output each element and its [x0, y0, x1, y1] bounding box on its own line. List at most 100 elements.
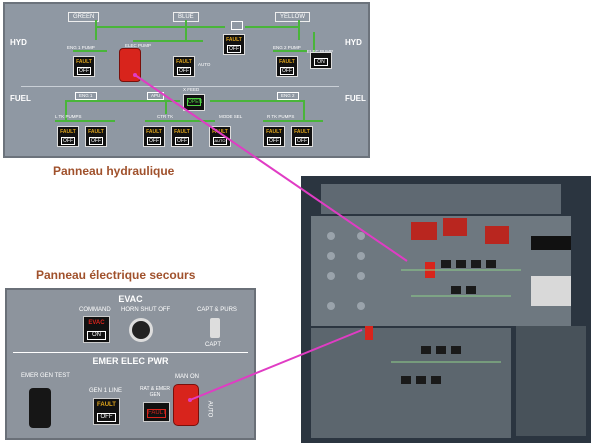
blue-elec-pump-label: ELEC PUMP	[125, 43, 152, 48]
auto-label: AUTO	[198, 62, 211, 67]
emergency-electrical-panel: EVAC COMMAND HORN SHUT OFF CAPT & PURS E…	[5, 288, 256, 440]
x-feed-label: X FEED	[183, 87, 200, 92]
yellow-line	[245, 26, 299, 28]
r-tk-pumps-label: R TK PUMPS	[267, 114, 295, 119]
eng2-pump-button[interactable]: FAULT OFF	[276, 56, 298, 77]
cockpit-photo-illustration	[301, 176, 591, 443]
apu-label: APU	[147, 92, 165, 100]
yellow-elec-pump-button[interactable]: ON	[310, 52, 332, 69]
hydraulic-panel-caption: Panneau hydraulique	[53, 164, 175, 178]
fault-light: FAULT	[147, 409, 167, 418]
yellow-line	[298, 20, 300, 40]
off-light: OFF	[177, 67, 191, 75]
fuel-line	[263, 120, 323, 122]
yellow-line	[313, 32, 315, 52]
fault-light: FAULT	[279, 59, 295, 65]
man-light: AUTO	[213, 137, 227, 145]
on-light: ON	[87, 331, 106, 340]
open-light: OPEN	[187, 98, 203, 106]
capt-label: CAPT	[205, 342, 222, 348]
hydraulic-connector-start	[133, 73, 137, 77]
man-on-guarded-button[interactable]	[173, 384, 199, 426]
rat-emer-gen-label: RAT & EMER GEN	[139, 386, 171, 398]
blue-line	[133, 40, 203, 42]
evac-command-button[interactable]: EVAC ON	[83, 316, 110, 343]
emer-elec-pwr-title: EMER ELEC PWR	[92, 356, 169, 366]
hyd-label-left: HYD	[10, 38, 27, 47]
yellow-line	[273, 50, 307, 52]
ptu-button[interactable]: FAULT OFF	[223, 34, 245, 55]
hyd-label-right: HYD	[345, 38, 362, 47]
blue-line	[185, 20, 187, 42]
eng2-pump-label: ENG 2 PUMP	[273, 45, 301, 50]
r-tk-pump2-button[interactable]: FAULT OFF	[291, 126, 313, 147]
off-light: OFF	[97, 413, 116, 422]
capt-purs-label: CAPT & PURS	[197, 307, 237, 313]
hydraulic-connector-line	[134, 74, 408, 262]
eng1-pump-button[interactable]: FAULT OFF	[73, 56, 95, 77]
off-light: OFF	[227, 45, 241, 53]
ctr-tk-label: CTR TK	[157, 114, 174, 119]
green-system-header: GREEN	[68, 12, 100, 22]
capt-purs-selector[interactable]	[210, 318, 220, 338]
rat-emer-gen-light: FAULT	[143, 402, 170, 422]
off-light: OFF	[147, 137, 161, 145]
fault-light: FAULT	[266, 129, 282, 135]
gen1-line-label: GEN 1 LINE	[89, 388, 123, 394]
fault-light: FAULT	[174, 129, 190, 135]
ptu-box	[231, 21, 243, 30]
gen1-line-button[interactable]: FAULT OFF	[93, 398, 120, 425]
l-tk-pump1-button[interactable]: FAULT OFF	[57, 126, 79, 147]
horn-shut-off-label: HORN SHUT OFF	[121, 307, 171, 313]
fault-light: FAULT	[97, 402, 116, 408]
fault-light: FAULT	[226, 37, 242, 43]
l-tk-pumps-label: L TK PUMPS	[55, 114, 82, 119]
fault-light: FAULT	[60, 129, 76, 135]
emer-gen-test-guard[interactable]	[29, 388, 51, 428]
fuel-line	[303, 100, 305, 122]
fuel-line	[55, 120, 115, 122]
horn-shut-off-button[interactable]	[129, 318, 153, 342]
mode-sel-label: MODE SEL	[219, 114, 243, 119]
x-feed-button[interactable]: OPEN	[183, 94, 205, 111]
blue-elec-pump-button[interactable]: FAULT OFF	[173, 56, 195, 77]
off-light: OFF	[295, 137, 309, 145]
fuel-line	[210, 100, 305, 102]
off-light: OFF	[280, 67, 294, 75]
fuel-line	[65, 100, 67, 122]
man-on-label: MAN ON	[175, 374, 199, 380]
l-tk-pump2-button[interactable]: FAULT OFF	[85, 126, 107, 147]
emer-gen-test-label: EMER GEN TEST	[21, 373, 70, 379]
fault-light: FAULT	[76, 59, 92, 65]
yellow-elec-pump-label: ELEC PUMP	[307, 49, 333, 55]
fuel-line	[145, 120, 215, 122]
overhead-panel-photo	[301, 176, 591, 443]
emergency-panel-caption: Panneau électrique secours	[36, 268, 196, 282]
divider	[13, 352, 248, 353]
ctr-tk-pump1-button[interactable]: FAULT OFF	[143, 126, 165, 147]
green-line	[73, 50, 107, 52]
fuel-line	[165, 100, 167, 114]
fault-light: FAULT	[146, 129, 162, 135]
off-light: OFF	[89, 137, 103, 145]
eng2-label: ENG 2	[277, 92, 299, 100]
off-light: OFF	[61, 137, 75, 145]
green-line	[95, 20, 97, 40]
evac-light: EVAC	[88, 320, 105, 326]
yellow-system-header: YELLOW	[275, 12, 311, 22]
fault-light: FAULT	[88, 129, 104, 135]
fuel-line	[65, 100, 180, 102]
ctr-tk-pump2-button[interactable]: FAULT OFF	[171, 126, 193, 147]
evac-title: EVAC	[118, 294, 143, 304]
off-light: OFF	[77, 67, 91, 75]
off-light: OFF	[267, 137, 281, 145]
eng1-pump-label: ENG 1 PUMP	[67, 45, 95, 50]
emergency-connector-line	[189, 329, 363, 401]
fault-light: FAULT	[176, 59, 192, 65]
emergency-connector-start	[188, 398, 192, 402]
off-light: OFF	[175, 137, 189, 145]
r-tk-pump1-button[interactable]: FAULT OFF	[263, 126, 285, 147]
fault-light: FAULT	[294, 129, 310, 135]
on-light: ON	[314, 58, 328, 66]
